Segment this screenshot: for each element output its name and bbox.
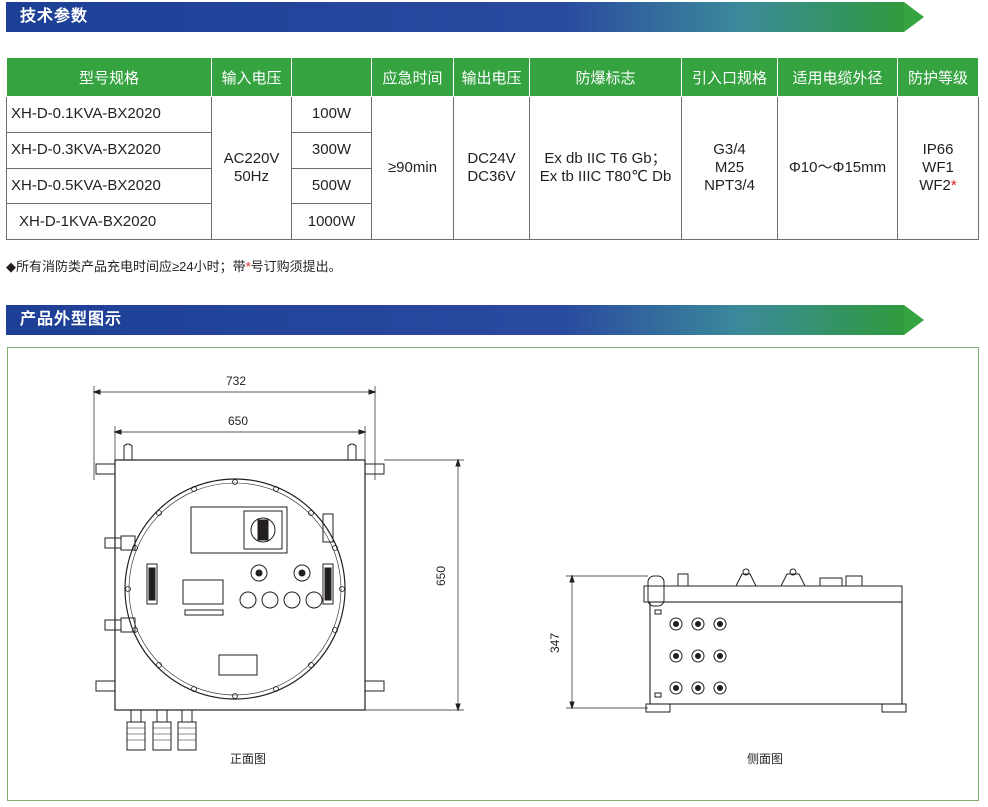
inlet-spec-line: G3/4 xyxy=(713,141,746,158)
output-voltage-cell: DC24V DC36V xyxy=(453,96,530,240)
output-voltage-line: DC36V xyxy=(467,168,516,185)
caption-front-view: 正面图 xyxy=(230,752,267,766)
header-cable-diameter: 适用电缆外径 xyxy=(777,57,898,97)
power-cell: 100W xyxy=(291,96,372,133)
protection-line: WF2* xyxy=(898,177,978,195)
section-title: 产品外型图示 xyxy=(20,311,123,328)
header-protection: 防护等级 xyxy=(897,57,979,97)
table-row: XH-D-0.3KVA-BX2020 300W xyxy=(6,131,979,169)
model-cell: XH-D-1KVA-BX2020 xyxy=(6,203,212,240)
header-output-voltage: 输出电压 xyxy=(453,57,530,97)
inlet-spec-line: M25 xyxy=(714,159,745,176)
header-power xyxy=(291,57,372,97)
dim-width-outer: 732 xyxy=(226,374,247,388)
input-voltage-cell: AC220V 50Hz xyxy=(211,96,292,240)
power-cell: 1000W xyxy=(291,203,372,240)
star-mark: * xyxy=(245,259,251,274)
input-voltage-line: 50Hz xyxy=(233,168,270,185)
outline-drawing-panel: 732 650 650 347 正面图 侧面图 xyxy=(7,347,979,801)
section-header-tech-params: 技术参数 xyxy=(6,2,924,32)
protection-line: IP66 xyxy=(922,141,954,158)
table-row: XH-D-0.5KVA-BX2020 500W xyxy=(6,167,979,205)
caption-side-view: 侧面图 xyxy=(747,752,784,766)
note-prefix: ◆所有消防类产品充电时间应≥24小时；带 xyxy=(6,259,246,274)
emergency-time-cell: ≥90min xyxy=(371,96,454,240)
header-explosion-mark: 防爆标志 xyxy=(529,57,682,97)
input-voltage-line: AC220V xyxy=(223,150,280,167)
section-header-outline-drawing: 产品外型图示 xyxy=(6,305,924,335)
table-row: XH-D-1KVA-BX2020 1000W xyxy=(6,203,979,240)
protection-line: WF1 xyxy=(922,159,954,176)
header-emergency-time: 应急时间 xyxy=(371,57,454,97)
protection-cell: IP66 WF1 WF2* xyxy=(897,96,979,240)
explosion-mark-cell: Ex db IIC T6 Gb； Ex tb IIIC T80℃ Db xyxy=(529,96,682,240)
power-cell: 300W xyxy=(291,131,372,169)
table-header-row: 型号规格 输入电压 应急时间 输出电压 防爆标志 引入口规格 适用电缆外径 防护… xyxy=(6,57,979,97)
header-model: 型号规格 xyxy=(6,57,212,97)
spec-table: 型号规格 输入电压 应急时间 输出电压 防爆标志 引入口规格 适用电缆外径 防护… xyxy=(6,57,979,240)
dim-height-side: 347 xyxy=(548,632,562,653)
output-voltage-line: DC24V xyxy=(467,150,516,167)
model-cell: XH-D-0.3KVA-BX2020 xyxy=(6,131,212,169)
table-row: XH-D-0.1KVA-BX2020 AC220V 50Hz 100W ≥90m… xyxy=(6,96,979,240)
power-cell: 500W xyxy=(291,167,372,205)
explosion-mark-line: Ex db IIC T6 Gb； xyxy=(544,150,667,167)
cable-diameter-cell: Φ10～Φ15mm xyxy=(777,96,898,240)
order-note: ◆所有消防类产品充电时间应≥24小时；带*号订购须提出。 xyxy=(6,256,342,275)
outline-drawing xyxy=(92,386,907,751)
model-cell: XH-D-0.1KVA-BX2020 xyxy=(6,96,212,133)
protection-wf2: WF2 xyxy=(919,177,951,194)
front-view xyxy=(92,386,464,751)
star-mark: * xyxy=(950,177,957,194)
explosion-mark-line: Ex tb IIIC T80℃ Db xyxy=(539,168,672,185)
model-cell: XH-D-0.5KVA-BX2020 xyxy=(6,167,212,205)
header-inlet-spec: 引入口规格 xyxy=(681,57,778,97)
dim-height-front: 650 xyxy=(434,565,448,586)
side-view xyxy=(566,568,907,713)
header-input-voltage: 输入电压 xyxy=(211,57,292,97)
inlet-spec-line: NPT3/4 xyxy=(704,177,755,194)
section-title: 技术参数 xyxy=(20,8,89,25)
note-suffix: 号订购须提出。 xyxy=(250,259,342,274)
dim-width-inner: 650 xyxy=(228,414,249,428)
inlet-spec-cell: G3/4 M25 NPT3/4 xyxy=(681,96,778,240)
